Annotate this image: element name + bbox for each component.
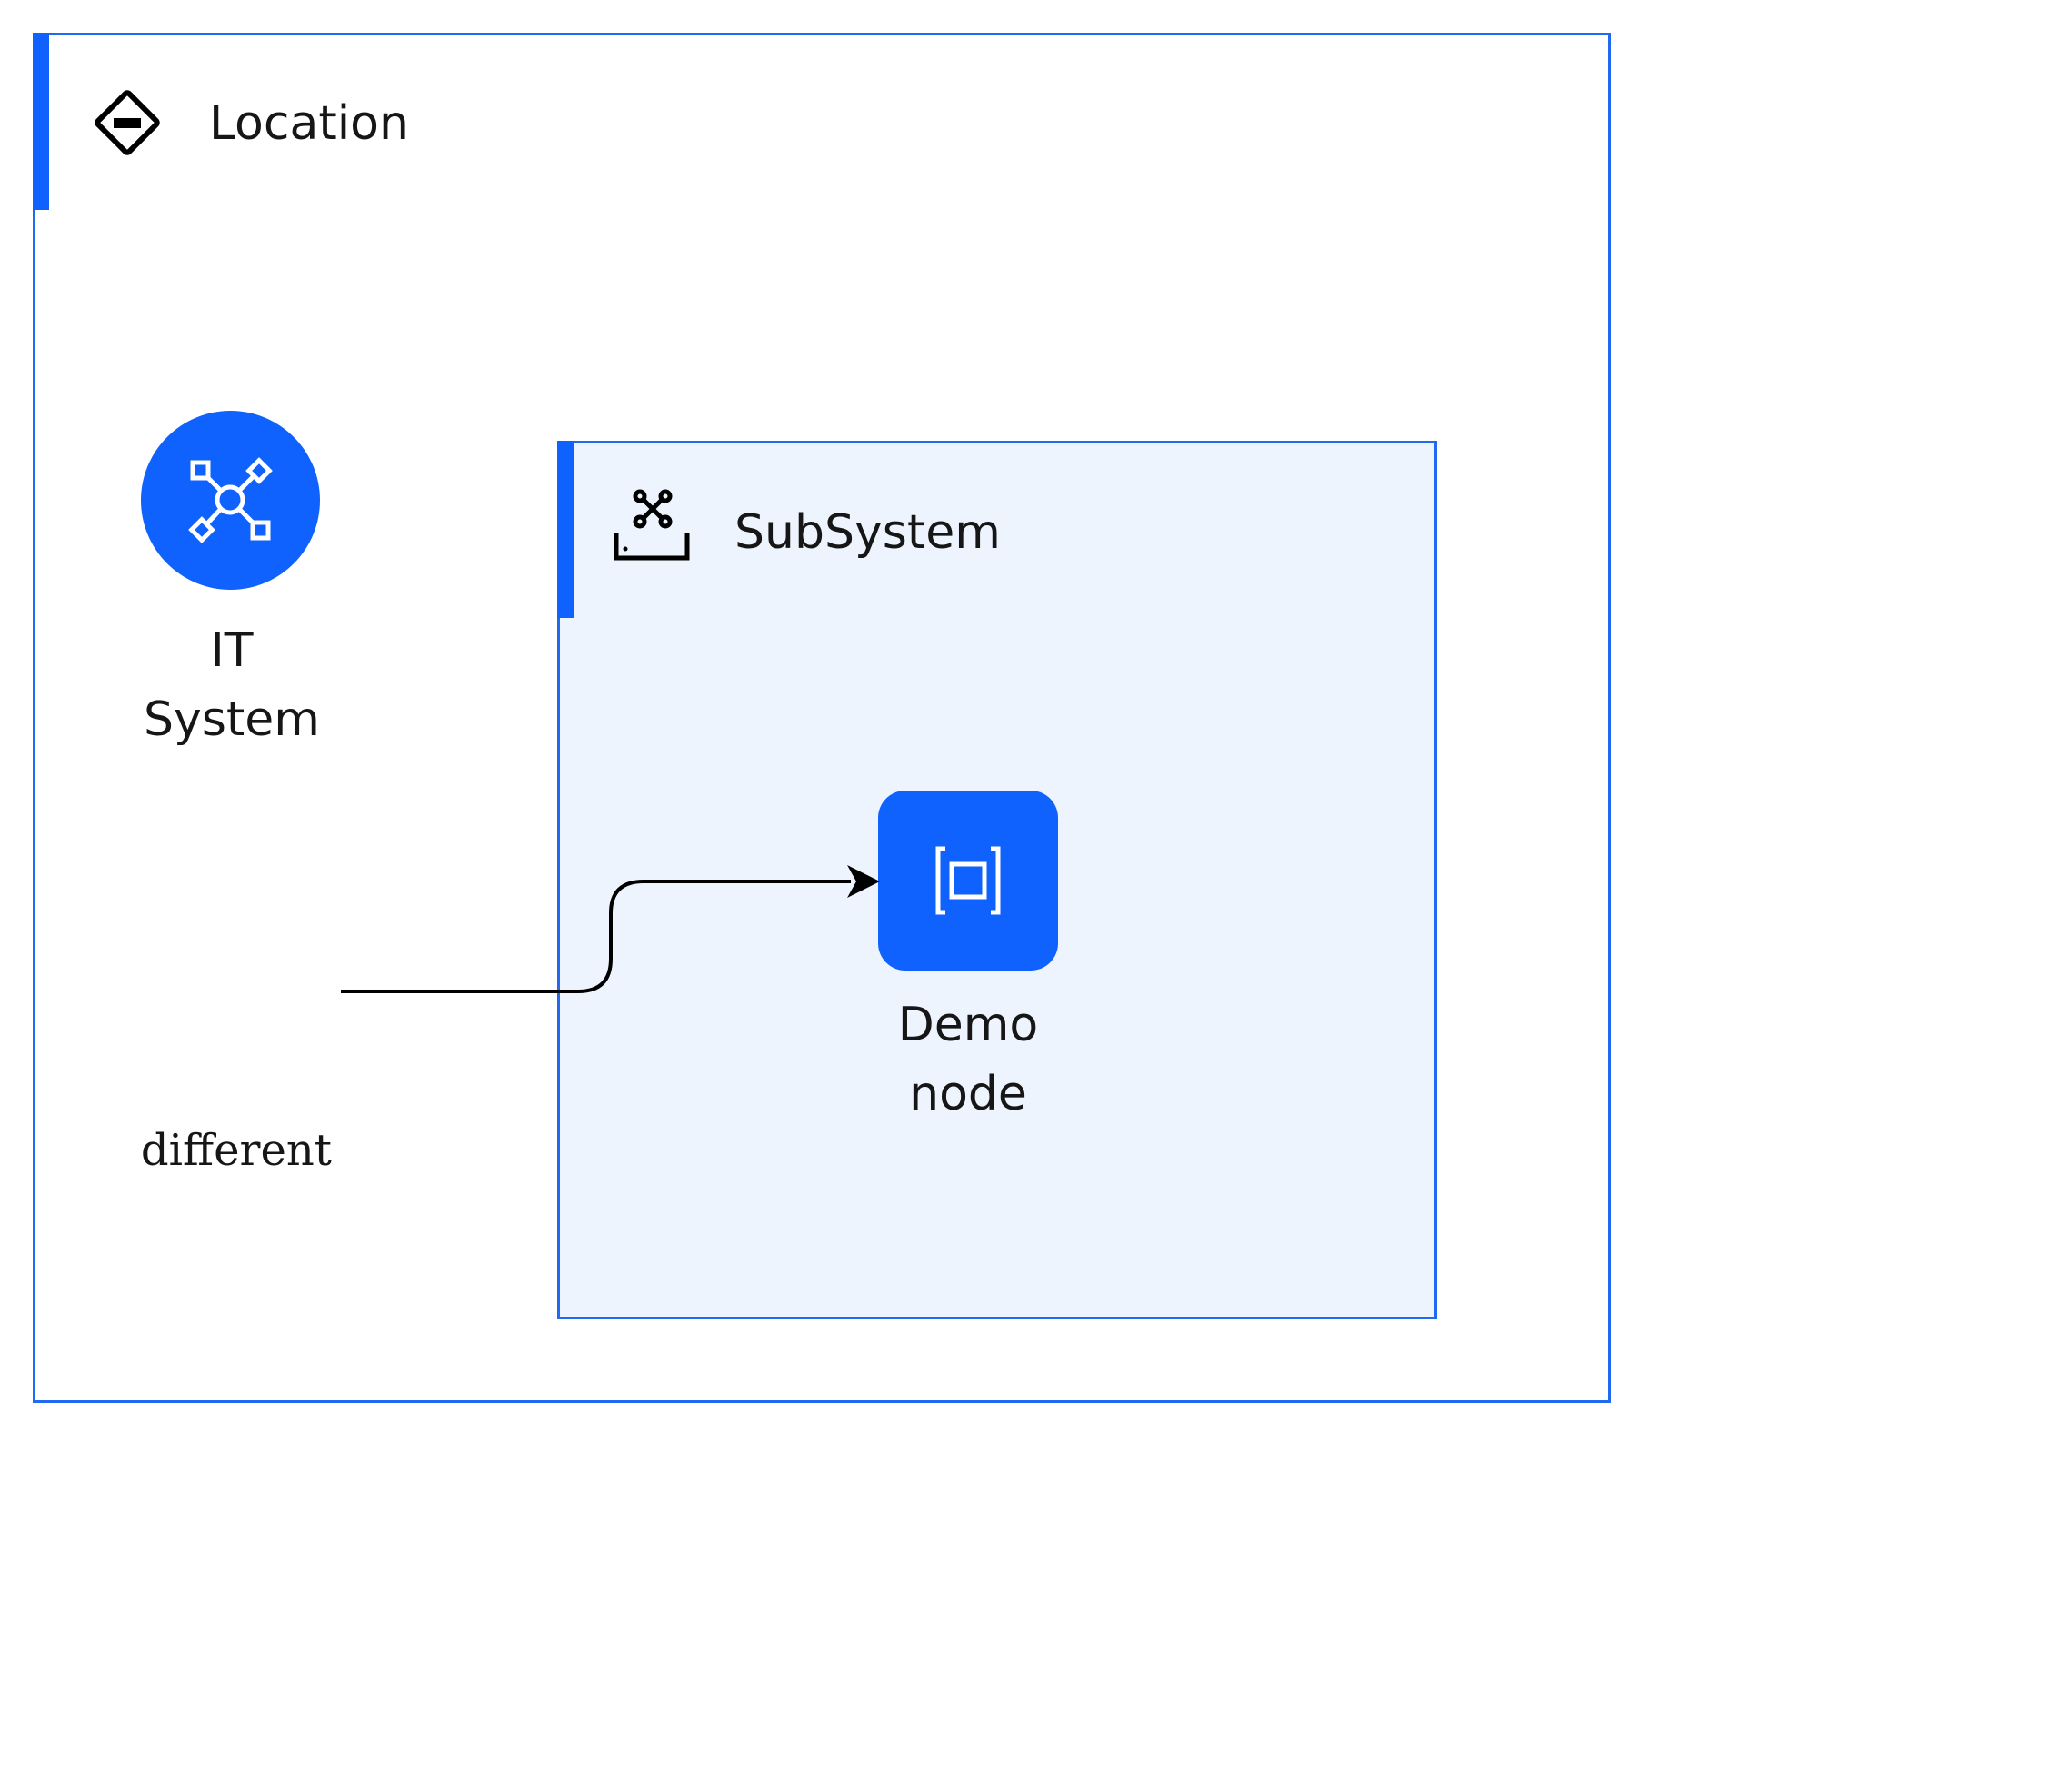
location-label: Location — [209, 96, 409, 151]
it-system-label-line2: System — [144, 692, 320, 747]
demo-node-label-line2: node — [909, 1067, 1027, 1121]
demo-node-label-line1: Demo — [897, 998, 1039, 1052]
it-system-label-line1: IT — [210, 623, 254, 678]
network-hub-icon — [188, 457, 273, 543]
location-group-accent-bar — [33, 33, 49, 210]
edge-label: different — [140, 1125, 333, 1176]
location-diamond-icon — [86, 82, 168, 164]
subsystem-label: SubSystem — [734, 505, 1001, 560]
it-system-node[interactable] — [141, 411, 320, 590]
subsystem-group-accent-bar — [557, 441, 574, 618]
subsystem-tray-icon — [611, 487, 693, 569]
demo-node-label: Demo node — [818, 991, 1118, 1129]
demo-node[interactable] — [878, 791, 1058, 971]
bracket-square-icon — [935, 846, 1001, 915]
it-system-label: IT System — [82, 616, 382, 754]
